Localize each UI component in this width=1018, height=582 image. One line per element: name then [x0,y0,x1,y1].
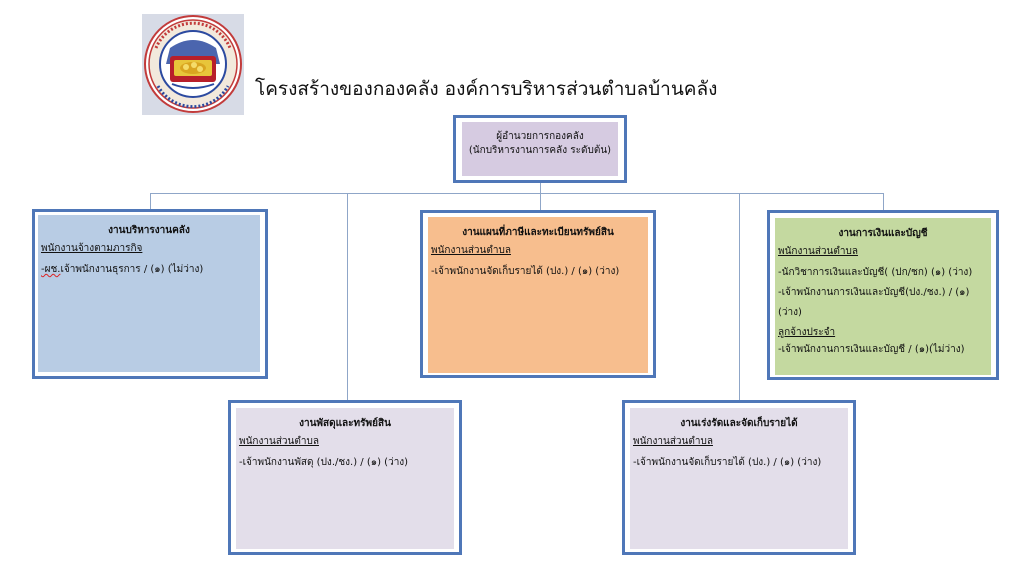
supplies-unit-position: -เจ้าพนักงานพัสดุ (ปง./ชง.) / (๑) (ว่าง) [239,457,409,468]
tax-map-unit-position: -เจ้าพนักงานจัดเก็บรายได้ (ปง.) / (๑) (ว… [431,266,620,277]
director-title: ผู้อำนวยการกองคลัง [496,131,584,142]
supplies-unit-content: งานพัสดุและทรัพย์สิน พนักงานส่วนตำบล -เจ… [236,408,454,549]
page-title: โครงสร้างของกองคลัง องค์การบริหารส่วนตำบ… [255,78,718,100]
finance-unit-staff-type: พนักงานส่วนตำบล [778,246,858,257]
finance-unit-position-3: -เจ้าพนักงานการเงินและบัญชี / (๑)(ไม่ว่า… [778,344,965,355]
finance-unit-position-2-status: (ว่าง) [778,307,802,318]
revenue-collection-unit-position: -เจ้าพนักงานจัดเก็บรายได้ (ปง.) / (๑) (ว… [633,457,822,468]
seal-icon [144,15,242,113]
director-position: (นักบริหารงานการคลัง ระดับต้น) [468,145,612,156]
admin-unit-position: -ผช.เจ้าพนักงานธุรการ / (๑) (ไม่ว่าง) [38,260,260,280]
supplies-unit-title: งานพัสดุและทรัพย์สิน [299,418,391,429]
finance-unit-position-1: -นักวิชาการเงินและบัญชี( (ปก/ชก) (๑) (ว่… [778,267,973,278]
connector-collection [739,193,740,400]
tax-map-unit-staff-type: พนักงานส่วนตำบล [431,245,511,256]
finance-unit-content: งานการเงินและบัญชี พนักงานส่วนตำบล -นักว… [775,218,991,375]
admin-position-prefix: -ผช. [41,264,61,275]
admin-unit-title: งานบริหารงานคลัง [108,225,190,236]
supplies-unit-staff-type: พนักงานส่วนตำบล [239,436,319,447]
connector-horizontal-bus [150,193,884,194]
admin-position-rest: เจ้าพนักงานธุรการ / (๑) (ไม่ว่าง) [60,264,204,275]
tax-map-unit-content: งานแผนที่ภาษีและทะเบียนทรัพย์สิน พนักงาน… [428,217,648,373]
admin-unit-staff-type: พนักงานจ้างตามภารกิจ [41,243,143,254]
connector-tax [540,193,541,210]
revenue-collection-unit-title: งานเร่งรัดและจัดเก็บรายได้ [680,418,798,429]
finance-unit-position-2: -เจ้าพนักงานการเงินและบัญชี(ปง./ชง.) / (… [778,287,970,298]
admin-unit-content: งานบริหารงานคลัง พนักงานจ้างตามภารกิจ -ผ… [38,215,260,372]
finance-unit-title: งานการเงินและบัญชี [838,228,928,239]
connector-admin [150,193,151,210]
connector-finance [883,193,884,210]
tax-map-unit-title: งานแผนที่ภาษีและทะเบียนทรัพย์สิน [462,227,614,238]
connector-head-down [540,183,541,193]
connector-supplies [347,193,348,400]
director-box-content: ผู้อำนวยการกองคลัง (นักบริหารงานการคลัง … [462,122,618,176]
finance-unit-staff-type-2: ลูกจ้างประจำ [778,327,836,338]
revenue-collection-unit-staff-type: พนักงานส่วนตำบล [633,436,713,447]
revenue-collection-unit-content: งานเร่งรัดและจัดเก็บรายได้ พนักงานส่วนตำ… [630,408,848,549]
organization-seal-logo [142,14,244,115]
